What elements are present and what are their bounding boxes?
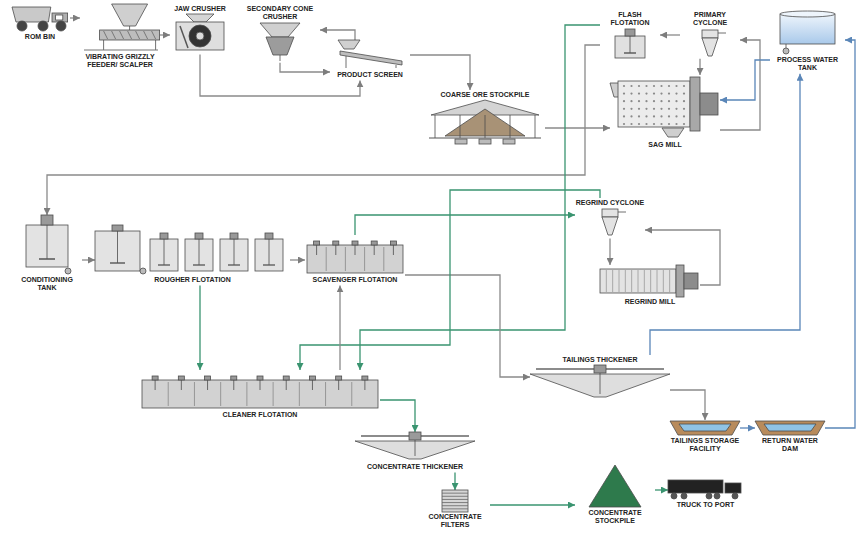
equipment-label: TAILINGS THICKENER bbox=[530, 355, 670, 365]
flow-line bbox=[740, 427, 755, 428]
equipment-node: CLEANER FLOTATION bbox=[140, 370, 380, 420]
equipment-node: ROUGHER FLOTATION bbox=[95, 225, 290, 285]
equipment-label: FLASH FLOTATION bbox=[600, 10, 660, 29]
equipment-node: CONCENTRATE STOCKPILE bbox=[575, 462, 655, 527]
equipment-icon bbox=[355, 432, 475, 462]
equipment-label: CLEANER FLOTATION bbox=[140, 410, 380, 420]
equipment-node: PRODUCT SCREEN bbox=[330, 40, 410, 80]
equipment-icon bbox=[530, 365, 670, 400]
flow-line bbox=[290, 259, 305, 260]
equipment-label: ROUGHER FLOTATION bbox=[95, 275, 290, 285]
equipment-icon bbox=[668, 478, 743, 500]
flow-line bbox=[454, 472, 455, 490]
equipment-label: JAW CRUSHER bbox=[170, 4, 230, 14]
flow-line bbox=[670, 390, 705, 420]
equipment-node: COARSE ORE STOCKPILE bbox=[425, 90, 545, 145]
flow-line bbox=[825, 40, 855, 428]
equipment-icon bbox=[610, 75, 720, 140]
equipment-label: CONCENTRATE STOCKPILE bbox=[575, 508, 655, 527]
equipment-icon bbox=[600, 29, 660, 59]
equipment-label: TAILINGS STORAGE FACILITY bbox=[670, 436, 740, 455]
equipment-node: VIBRATING GRIZZLY FEEDER/ SCALPER bbox=[80, 4, 160, 71]
equipment-node: PRIMARY CYCLONE bbox=[680, 10, 740, 59]
equipment-icon bbox=[95, 225, 290, 275]
flow-line bbox=[410, 55, 470, 90]
equipment-label: SCAVENGER FLOTATION bbox=[305, 275, 405, 285]
flow-line bbox=[320, 30, 355, 40]
equipment-label: ROM BIN bbox=[10, 32, 70, 42]
flow-line bbox=[199, 285, 200, 370]
equipment-icon bbox=[170, 14, 230, 54]
equipment-icon bbox=[12, 215, 82, 275]
equipment-icon bbox=[770, 10, 845, 55]
equipment-node: REGRIND CYCLONE bbox=[575, 198, 645, 238]
flow-line bbox=[720, 60, 770, 100]
equipment-icon bbox=[10, 4, 70, 32]
equipment-label: VIBRATING GRIZZLY FEEDER/ SCALPER bbox=[80, 52, 160, 71]
equipment-node: TAILINGS THICKENER bbox=[530, 355, 670, 400]
flow-line bbox=[82, 259, 95, 260]
equipment-label: SECONDARY CONE CRUSHER bbox=[240, 4, 320, 23]
equipment-label: PRODUCT SCREEN bbox=[330, 70, 410, 80]
flow-line bbox=[70, 17, 80, 18]
flow-line bbox=[280, 63, 330, 72]
equipment-icon bbox=[420, 490, 490, 512]
flow-line bbox=[300, 190, 600, 370]
equipment-node: ROM BIN bbox=[10, 4, 70, 42]
flow-line bbox=[339, 285, 340, 370]
equipment-node: CONCENTRATE FILTERS bbox=[420, 490, 490, 531]
equipment-node: TRUCK TO PORT bbox=[668, 478, 743, 510]
equipment-node: TAILINGS STORAGE FACILITY bbox=[670, 420, 740, 455]
equipment-label: CONCENTRATE THICKENER bbox=[355, 462, 475, 472]
equipment-node: CONCENTRATE THICKENER bbox=[355, 432, 475, 472]
equipment-label: TRUCK TO PORT bbox=[668, 500, 743, 510]
equipment-label: CONDITIONING TANK bbox=[12, 275, 82, 294]
equipment-icon bbox=[425, 100, 545, 145]
equipment-icon bbox=[575, 462, 655, 508]
equipment-icon bbox=[755, 420, 825, 436]
equipment-node: SAG MILL bbox=[610, 75, 720, 150]
flow-line bbox=[490, 504, 575, 505]
equipment-icon bbox=[240, 23, 320, 63]
equipment-icon bbox=[330, 40, 410, 70]
flow-line bbox=[200, 54, 360, 96]
flow-line bbox=[355, 215, 575, 235]
flow-line bbox=[160, 34, 170, 35]
equipment-node: REGRIND MILL bbox=[600, 265, 700, 307]
equipment-icon bbox=[80, 4, 160, 52]
equipment-icon bbox=[575, 208, 645, 238]
equipment-icon bbox=[680, 29, 740, 59]
equipment-node: RETURN WATER DAM bbox=[755, 420, 825, 455]
flow-line bbox=[545, 127, 610, 128]
equipment-icon bbox=[600, 265, 700, 297]
flow-line bbox=[380, 400, 415, 432]
equipment-node: JAW CRUSHER bbox=[170, 4, 230, 54]
flow-line bbox=[720, 40, 760, 130]
flow-line bbox=[405, 275, 530, 377]
equipment-label: CONCENTRATE FILTERS bbox=[420, 512, 490, 531]
flow-line bbox=[660, 34, 680, 35]
equipment-icon bbox=[140, 370, 380, 410]
equipment-node: SECONDARY CONE CRUSHER bbox=[240, 4, 320, 63]
equipment-label: PRIMARY CYCLONE bbox=[680, 10, 740, 29]
flow-line bbox=[699, 59, 700, 75]
equipment-icon bbox=[670, 420, 740, 436]
flow-line bbox=[655, 489, 668, 490]
equipment-node: FLASH FLOTATION bbox=[600, 10, 660, 59]
equipment-label: RETURN WATER DAM bbox=[755, 436, 825, 455]
equipment-label: PROCESS WATER TANK bbox=[770, 55, 845, 74]
equipment-node: CONDITIONING TANK bbox=[12, 215, 82, 294]
equipment-label: SAG MILL bbox=[610, 140, 720, 150]
equipment-label: REGRIND MILL bbox=[600, 297, 700, 307]
equipment-node: SCAVENGER FLOTATION bbox=[305, 235, 405, 285]
flow-line bbox=[609, 238, 610, 265]
equipment-node: PROCESS WATER TANK bbox=[770, 10, 845, 74]
equipment-label: REGRIND CYCLONE bbox=[575, 198, 645, 208]
equipment-icon bbox=[305, 235, 405, 275]
equipment-label: COARSE ORE STOCKPILE bbox=[425, 90, 545, 100]
